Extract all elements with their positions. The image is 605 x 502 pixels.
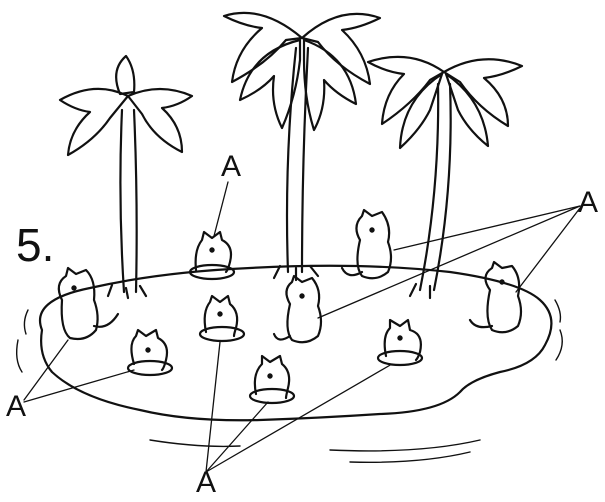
- meerkat-burrow-top: [188, 230, 236, 281]
- meerkat-icon: [272, 274, 323, 344]
- island-outline: [38, 264, 553, 422]
- burrow-icon: [126, 359, 174, 377]
- label-a-bottom: A: [196, 466, 217, 499]
- meerkat-icon: [194, 230, 233, 274]
- palm-tree-icon: [58, 54, 194, 300]
- burrow-icon: [248, 387, 296, 405]
- meerkat-icon: [203, 294, 239, 338]
- meerkat-icon: [383, 318, 422, 362]
- meerkat-icon: [468, 260, 523, 334]
- meerkat-icon: [130, 328, 169, 372]
- meerkat-sitting-left: [57, 266, 120, 341]
- water-ripples: [15, 299, 563, 463]
- palm-tree-icon: [366, 55, 524, 300]
- meerkat-icon: [253, 354, 291, 400]
- label-a-left: A: [6, 390, 27, 423]
- burrow-icon: [188, 263, 236, 281]
- meerkat-burrow-bottom: [248, 354, 296, 405]
- palm-tree-icon: [222, 11, 382, 282]
- problem-number: 5.: [16, 219, 55, 271]
- label-pointer-lines: [23, 181, 581, 473]
- meerkat-icon: [340, 208, 393, 280]
- meerkat-burrow-lowleft: [126, 328, 174, 377]
- meerkat-icon: [57, 266, 120, 341]
- burrow-icon: [198, 325, 246, 343]
- meerkat-burrow-right: [376, 318, 424, 367]
- label-a-top: A: [221, 150, 242, 183]
- meerkat-sitting-far-right: [468, 260, 523, 334]
- meerkat-burrow-mid: [198, 294, 246, 343]
- meerkat-sitting-center: [272, 274, 323, 344]
- label-a-right: A: [578, 186, 599, 219]
- burrow-icon: [376, 349, 424, 367]
- meerkat-sitting-top-right: [340, 208, 393, 280]
